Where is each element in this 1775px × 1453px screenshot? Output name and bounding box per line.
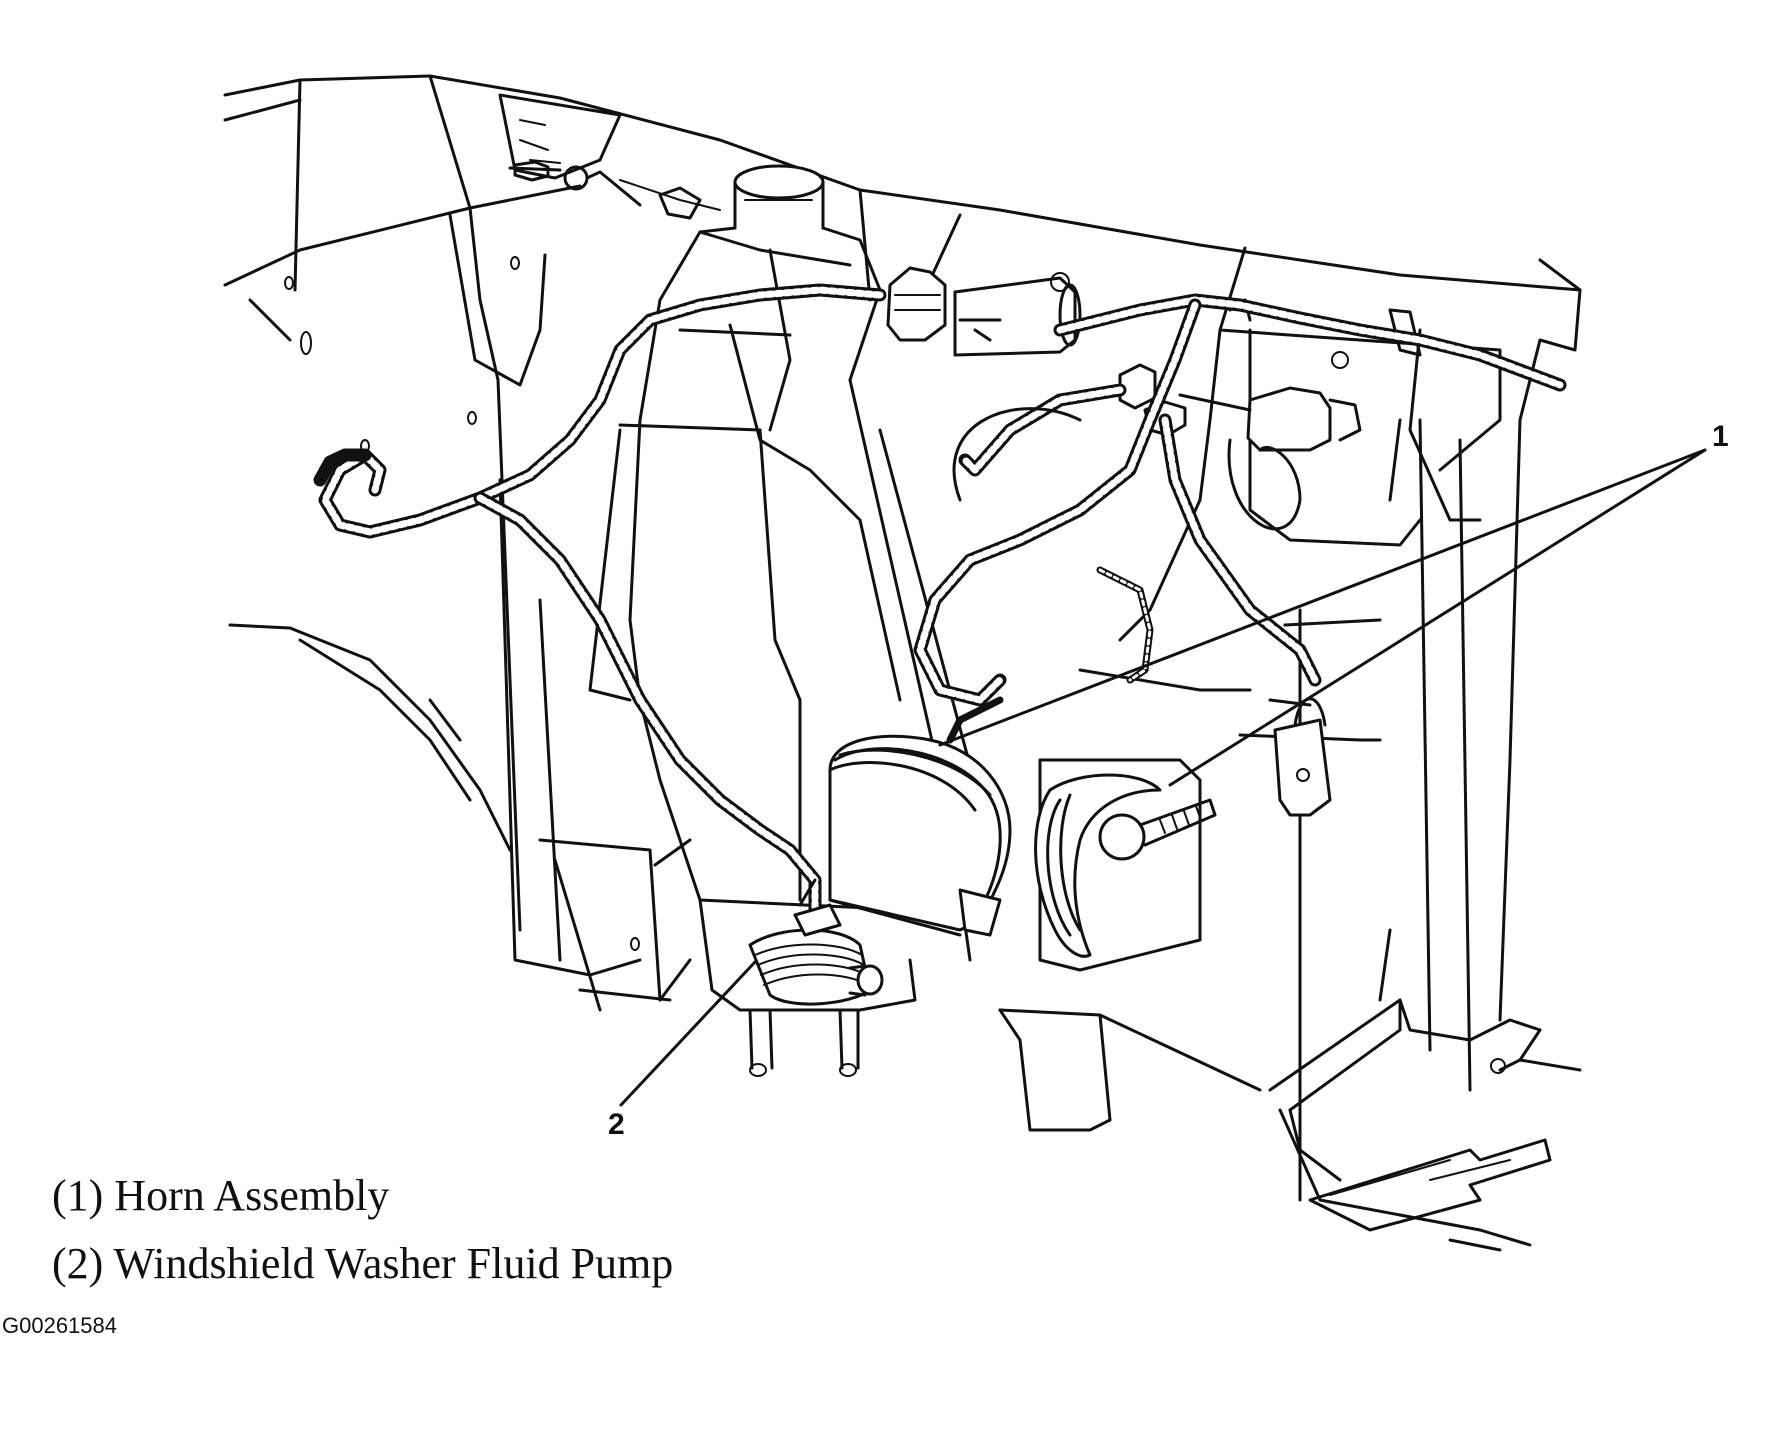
fender-panel bbox=[223, 74, 1582, 1012]
wiring-harness bbox=[313, 283, 1567, 947]
callout-2: 2 bbox=[608, 1108, 625, 1141]
left-horn-assembly bbox=[828, 734, 1012, 937]
radiator-support bbox=[858, 188, 1582, 1252]
right-horn-assembly bbox=[1034, 697, 1332, 972]
upper-connectors bbox=[886, 266, 1422, 452]
legend-washer-fluid-pump: (2) Windshield Washer Fluid Pump bbox=[52, 1239, 674, 1288]
legend-horn-assembly: (1) Horn Assembly bbox=[52, 1171, 390, 1220]
figure-id: G00261584 bbox=[2, 1313, 117, 1338]
callout-leaders bbox=[619, 448, 1707, 1107]
callout-1: 1 bbox=[1712, 420, 1729, 453]
washer-fluid-pump bbox=[748, 878, 884, 1006]
washer-reservoir bbox=[588, 164, 992, 1077]
